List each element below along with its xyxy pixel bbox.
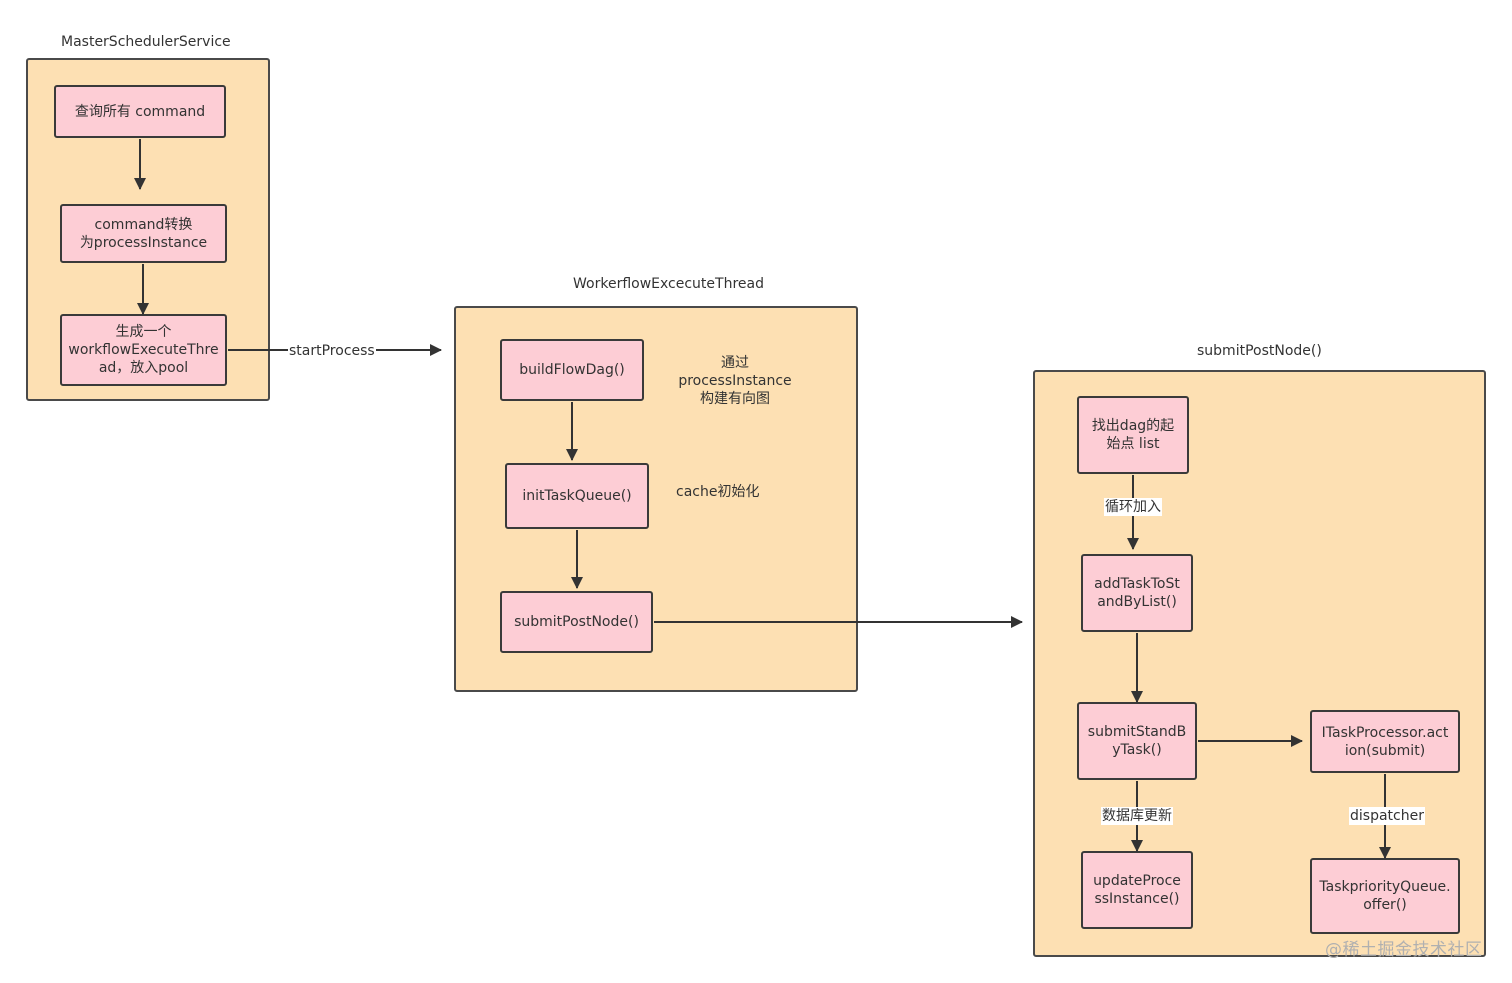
juejin-watermark: @稀土掘金技术社区 <box>1325 940 1483 960</box>
create-thread-node[interactable]: 生成一个 workflowExecuteThre ad，放入pool <box>60 314 227 386</box>
loop-add-label: 循环加入 <box>1104 498 1162 516</box>
priority-queue-node[interactable]: TaskpriorityQueue. offer() <box>1310 858 1460 934</box>
convert-command-node[interactable]: command转换 为processInstance <box>60 204 227 263</box>
build-flow-dag-node[interactable]: buildFlowDag() <box>500 339 644 401</box>
master-scheduler-title: MasterSchedulerService <box>61 34 231 50</box>
query-command-node[interactable]: 查询所有 command <box>54 85 226 138</box>
update-instance-node[interactable]: updateProce ssInstance() <box>1081 851 1193 929</box>
find-start-node[interactable]: 找出dag的起 始点 list <box>1077 396 1189 474</box>
db-update-label: 数据库更新 <box>1101 807 1173 825</box>
workflow-thread-title: WorkerflowExcecuteThread <box>573 276 764 292</box>
submit-standby-node[interactable]: submitStandB yTask() <box>1077 702 1197 780</box>
add-task-node[interactable]: addTaskToSt andByList() <box>1081 554 1193 632</box>
start-process-label: startProcess <box>288 342 376 360</box>
init-task-queue-node[interactable]: initTaskQueue() <box>505 463 649 529</box>
build-dag-note: 通过 processInstance 构建有向图 <box>678 355 792 407</box>
init-queue-note: cache初始化 <box>676 484 760 500</box>
dispatcher-label: dispatcher <box>1349 807 1425 825</box>
task-processor-node[interactable]: ITaskProcessor.act ion(submit) <box>1310 710 1460 773</box>
submit-post-node-title: submitPostNode() <box>1197 343 1322 359</box>
submit-post-node-node[interactable]: submitPostNode() <box>500 591 653 653</box>
